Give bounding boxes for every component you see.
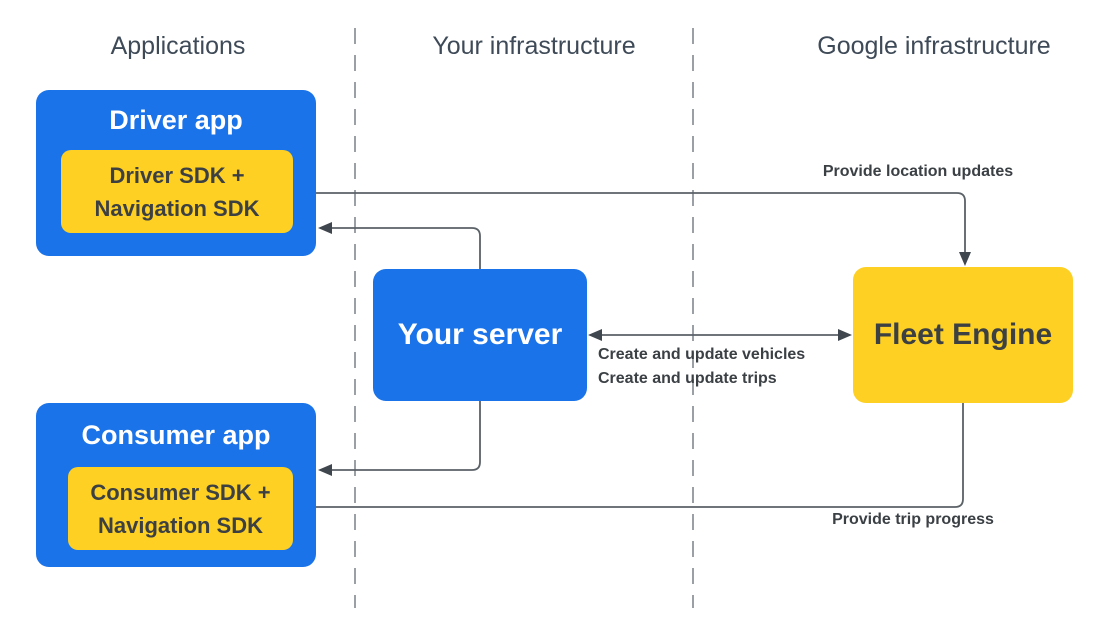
arrowhead-into-driver-app: [318, 222, 332, 234]
node-driver-sdk: Driver SDK + Navigation SDK: [61, 150, 293, 233]
driver-sdk-label-line1: Driver SDK +: [109, 162, 245, 188]
edge-server-to-consumer-app: [331, 401, 481, 471]
node-your-server: Your server: [373, 269, 587, 401]
edge-server-to-driver-app: [331, 227, 481, 269]
driver-sdk-label-line2: Navigation SDK: [94, 195, 260, 221]
fleet-engine-label: Fleet Engine: [873, 318, 1053, 351]
edge-label-create-trips: Create and update trips: [598, 370, 777, 387]
consumer-sdk-label-line1: Consumer SDK +: [90, 479, 271, 505]
edge-provide-trip-progress: [306, 403, 964, 508]
driver-app-title: Driver app: [109, 104, 243, 135]
edge-label-create-and-update: Create and update vehicles Create and up…: [598, 343, 805, 391]
column-header-applications: Applications: [110, 32, 246, 60]
node-consumer-sdk: Consumer SDK + Navigation SDK: [68, 467, 293, 550]
your-server-label: Your server: [397, 318, 563, 351]
consumer-app-title: Consumer app: [81, 419, 271, 450]
arrowhead-into-fleet-engine-left: [838, 329, 852, 341]
edge-label-provide-location-updates: Provide location updates: [822, 163, 1014, 180]
edge-provide-location-updates: [293, 192, 966, 253]
edge-label-create-vehicles: Create and update vehicles: [598, 346, 806, 363]
edge-label-provide-trip-progress: Provide trip progress: [832, 511, 994, 528]
arrowhead-into-consumer-app: [318, 464, 332, 476]
arrowhead-into-fleet-engine-top: [959, 252, 971, 266]
node-fleet-engine: Fleet Engine: [853, 267, 1073, 403]
column-header-your-infrastructure: Your infrastructure: [432, 32, 636, 60]
node-driver-app: Driver app Driver SDK + Navigation SDK: [36, 90, 316, 256]
arrowhead-into-your-server: [588, 329, 602, 341]
consumer-sdk-label-line2: Navigation SDK: [97, 512, 264, 538]
node-consumer-app: Consumer app Consumer SDK + Navigation S…: [36, 403, 316, 567]
column-header-google-infrastructure: Google infrastructure: [817, 32, 1051, 60]
